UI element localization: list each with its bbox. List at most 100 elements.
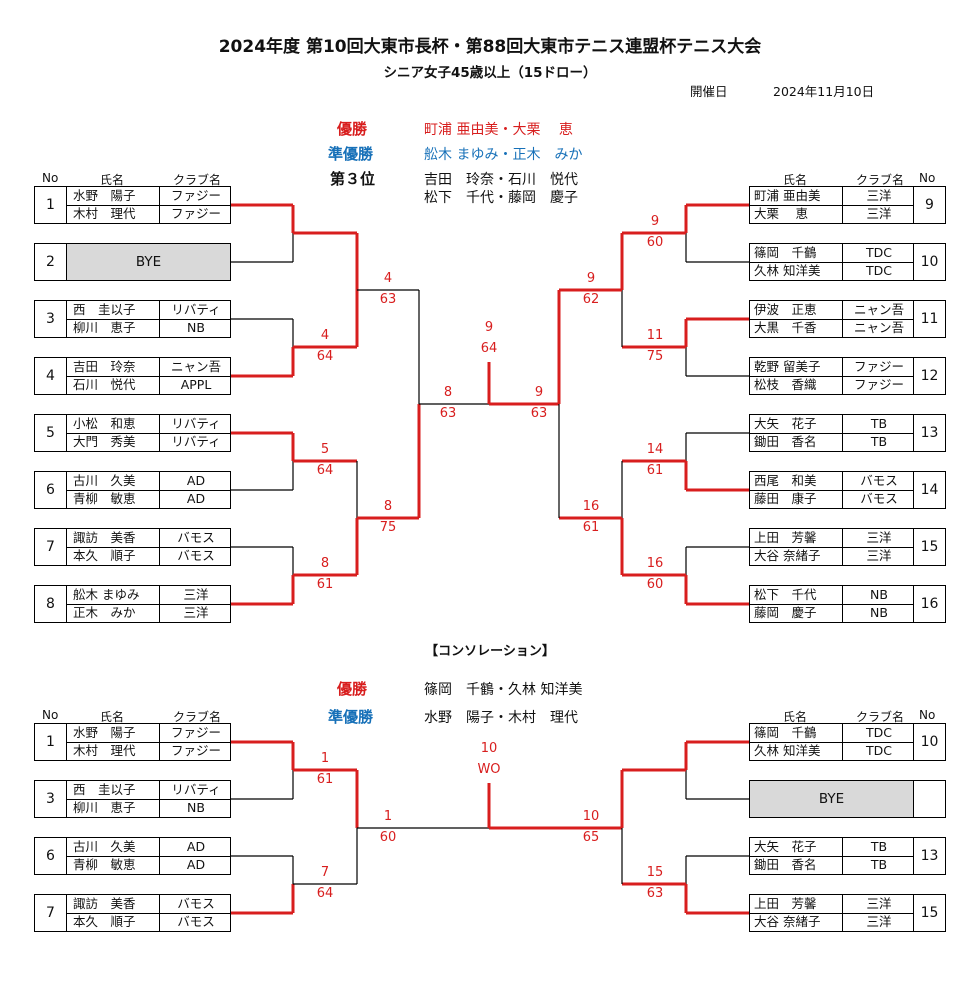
entry-number: 2 [34,243,67,281]
match-score-winner: 16 [646,556,664,571]
match-score-set: 75 [646,349,664,364]
cons-header-name-right: 氏名 [783,710,808,724]
player-name: 久林 知洋美 [754,743,821,758]
consolation-winner-names: 篠岡 千鶴・久林 知洋美 [424,682,583,698]
entry-number: 3 [34,300,67,338]
cons-header-club-left: クラブ名 [173,710,222,724]
player-name: 吉田 玲奈 [73,359,136,374]
entry-table: 舩木 まゆみ三洋正木 みか三洋 [66,585,231,623]
match-score-set: 61 [582,520,600,535]
club-name: 三洋 [842,529,915,547]
consolation-runnerup-label: 準優勝 [328,708,374,726]
player-row: 大谷 奈緒子 三洋 [750,547,913,565]
player-name: 古川 久美 [73,839,136,854]
entry-number: 16 [913,585,946,623]
draw-entry: 7 諏訪 美香バモス本久 順子バモス [34,894,231,932]
player-name: 大栗 恵 [754,206,808,221]
player-name: 松枝 香織 [754,377,817,392]
player-name: 西 圭以子 [73,302,136,317]
club-name: APPL [159,376,232,394]
match-score-winner: 16 [582,499,600,514]
player-row: 西 圭以子リバティ [67,301,230,320]
entry-number: 3 [34,780,67,818]
entry-number: 7 [34,894,67,932]
player-name: 大谷 奈緒子 [754,548,821,563]
club-name: バモス [159,913,232,931]
consolation-label: 【コンソレーション】 [425,644,555,659]
player-name: 小松 和恵 [73,416,136,431]
cons-header-no-right: No [919,708,936,722]
player-name: 舩木 まゆみ [73,587,140,602]
player-name: 柳川 恵子 [73,800,136,815]
player-name: 上田 芳馨 [754,896,817,911]
third-label: 第３位 [330,170,376,188]
player-name: 松下 千代 [754,587,817,602]
winner-names: 町浦 亜由美・大栗 恵 [424,122,573,138]
match-score-set: 62 [582,292,600,307]
entry-number: 9 [913,186,946,224]
player-name: 町浦 亜由美 [754,188,821,203]
runnerup-label: 準優勝 [328,145,374,163]
player-name: 大矢 花子 [754,839,817,854]
entry-number: 4 [34,357,67,395]
entry-table: 水野 陽子ファジー木村 理代ファジー [66,723,231,761]
match-score-winner: 10 [582,809,600,824]
third-names-2: 松下 千代・藤岡 慶子 [424,190,578,206]
club-name: ニャン吾 [842,319,915,337]
header-club-left: クラブ名 [173,173,222,187]
entry-table: 伊波 正恵ニャン吾大黒 千香ニャン吾 [749,300,914,338]
player-name: 大矢 花子 [754,416,817,431]
player-name: 水野 陽子 [73,188,136,203]
player-name: 柳川 恵子 [73,320,136,335]
player-row: 小松 和恵リバティ [67,415,230,434]
club-name: リバティ [159,433,232,451]
match-score-set: 61 [646,463,664,478]
header-club-right: クラブ名 [856,173,905,187]
club-name: 三洋 [159,604,232,622]
player-name: 篠岡 千鶴 [754,725,817,740]
player-row: 吉田 玲奈ニャン吾 [67,358,230,377]
player-row: 本久 順子バモス [67,913,230,931]
club-name: 三洋 [842,547,915,565]
match-score-set: 75 [379,520,397,535]
club-name: TB [842,838,915,856]
player-row: 乾野 留美子ファジー [750,358,913,377]
player-row: 木村 理代ファジー [67,742,230,760]
club-name: ファジー [159,742,232,760]
date-label: 開催日 [690,84,728,99]
club-name: TDC [842,262,915,280]
match-score-winner: 8 [383,499,393,514]
entry-table: 乾野 留美子ファジー松枝 香織 ファジー [749,357,914,395]
header-name-right: 氏名 [783,173,808,187]
match-score-winner: 9 [586,271,596,286]
player-name: 諏訪 美香 [73,896,136,911]
player-name: 鋤田 香名 [754,857,817,872]
player-name: 藤岡 慶子 [754,605,817,620]
club-name: ファジー [842,376,915,394]
match-score-set: 61 [316,772,334,787]
bye-slot: BYE [66,243,231,281]
match-score-winner: 4 [383,271,393,286]
club-name: NB [159,799,232,817]
player-row: 正木 みか三洋 [67,604,230,622]
entry-table: 上田 芳馨三洋大谷 奈緒子三洋 [749,894,914,932]
match-score-set: 61 [316,577,334,592]
player-row: 大黒 千香ニャン吾 [750,319,913,337]
club-name: 三洋 [159,586,232,604]
consolation-winner-label: 優勝 [337,680,368,698]
entry-number: 1 [34,723,67,761]
